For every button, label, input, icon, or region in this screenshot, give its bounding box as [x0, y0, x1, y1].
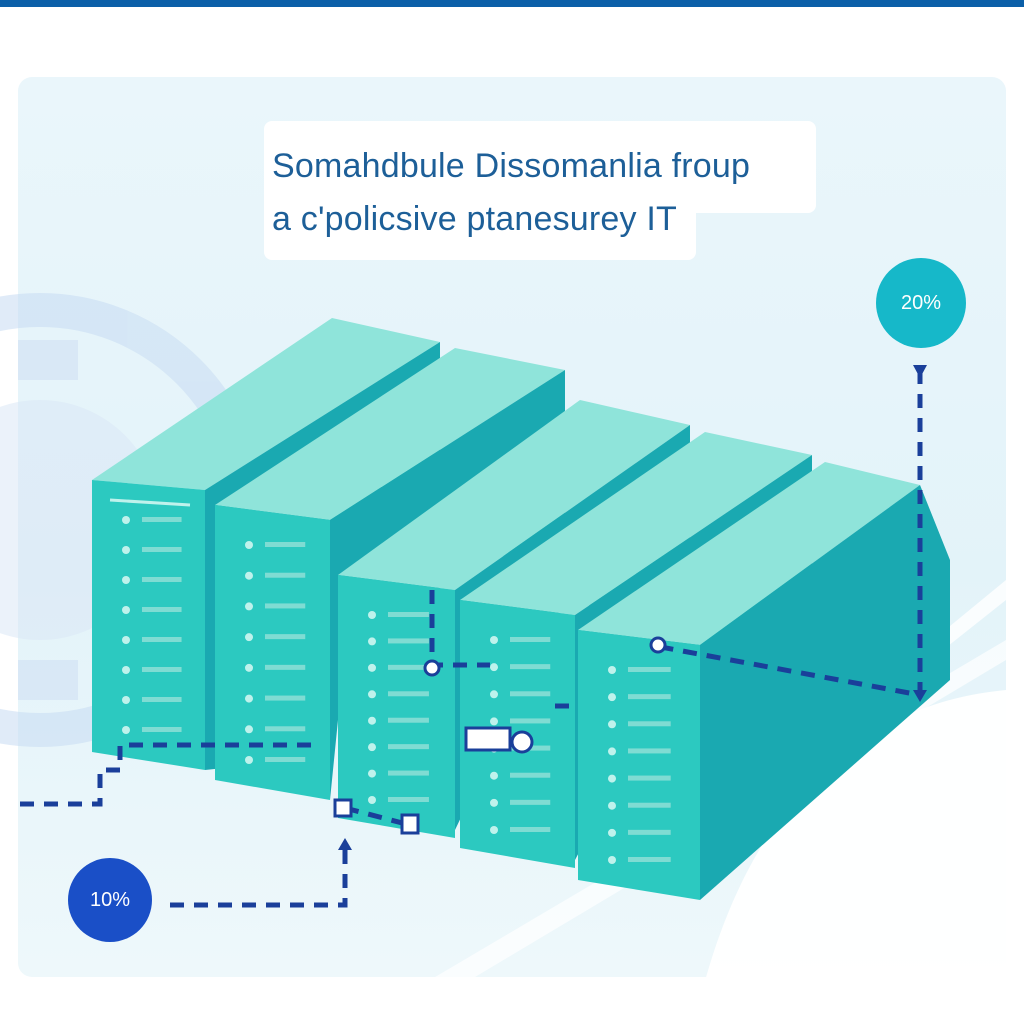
- percent-badge-top-label: 20%: [900, 291, 942, 314]
- server-led: [608, 666, 616, 674]
- server-slot: [628, 721, 671, 727]
- server-led: [490, 663, 498, 672]
- server-led: [122, 516, 130, 524]
- server-slot: [265, 572, 306, 578]
- server-slot: [142, 547, 182, 552]
- percent-badge-bottom-label: 10%: [89, 888, 131, 911]
- server-led: [122, 636, 130, 644]
- server-led: [368, 769, 376, 778]
- server-slot: [510, 664, 551, 670]
- server-slot: [265, 603, 306, 609]
- server-led: [245, 663, 253, 672]
- server-front-details: [122, 516, 671, 864]
- server-led: [608, 747, 616, 756]
- server-led: [608, 856, 616, 864]
- server-led: [608, 693, 616, 702]
- server-led: [490, 771, 498, 780]
- connector-left: [20, 742, 320, 807]
- server-slot: [142, 517, 182, 522]
- server-slot: [628, 667, 671, 672]
- server-led: [368, 716, 376, 725]
- server-led: [245, 725, 253, 734]
- server-slot: [265, 664, 306, 670]
- server-led: [490, 826, 498, 834]
- server-slot: [510, 718, 551, 724]
- server-slot: [388, 691, 429, 697]
- server-led: [122, 576, 130, 584]
- server-led: [608, 801, 616, 810]
- server-slot: [388, 664, 429, 670]
- server-led: [490, 636, 498, 644]
- header-bar: [0, 0, 1024, 7]
- server-slot: [388, 717, 429, 723]
- title-card-bottom: [264, 180, 696, 260]
- server-slot: [265, 695, 306, 701]
- server-led: [122, 606, 130, 614]
- server-slot: [388, 770, 429, 776]
- server-slot: [265, 634, 306, 640]
- server-slot: [628, 829, 671, 835]
- server-led: [245, 541, 253, 549]
- server-slot: [142, 637, 182, 642]
- server-slot: [388, 797, 429, 802]
- server-led: [122, 726, 130, 734]
- server-slot: [628, 857, 671, 862]
- server-led: [368, 637, 376, 646]
- server-led: [490, 690, 498, 699]
- percent-badge-bottom: 10%: [68, 858, 152, 942]
- connector-middle: [344, 805, 411, 828]
- server-slot: [265, 542, 306, 547]
- server-led: [608, 828, 616, 837]
- server-slot: [510, 691, 551, 697]
- server-slot: [142, 607, 182, 612]
- server-slot: [510, 827, 551, 832]
- server-slot: [142, 697, 182, 702]
- server-led: [245, 633, 253, 642]
- server-slot: [388, 612, 429, 617]
- server-slot: [628, 802, 671, 808]
- server-led: [608, 774, 616, 783]
- server-led: [122, 666, 130, 674]
- server-slot: [265, 726, 306, 732]
- server-slot: [142, 727, 182, 732]
- server-led: [368, 663, 376, 672]
- server-led: [490, 798, 498, 807]
- server-slot: [510, 637, 551, 642]
- server-slot: [265, 757, 306, 762]
- server-slot: [142, 667, 182, 672]
- server-slot: [510, 799, 551, 805]
- connector-nodes: [333, 365, 927, 850]
- server-slot: [388, 744, 429, 750]
- server-slot: [628, 748, 671, 754]
- diagram-title-line-2: a c'policsive ptanesurey IT: [272, 200, 677, 238]
- server-led: [608, 720, 616, 729]
- percent-badge-top: 20%: [876, 258, 966, 348]
- server-slot: [510, 772, 551, 778]
- server-led: [368, 611, 376, 619]
- server-led: [368, 796, 376, 804]
- server-slot: [388, 638, 429, 644]
- server-led: [245, 694, 253, 703]
- server-slot: [628, 775, 671, 781]
- server-led: [490, 717, 498, 726]
- server-led: [122, 546, 130, 554]
- server-led: [245, 756, 253, 764]
- server-led: [245, 571, 253, 580]
- server-led: [122, 696, 130, 704]
- connector-bottom: [170, 845, 348, 908]
- diagram-title-line-1: Somahdbule Dissomanlia froup: [272, 147, 751, 185]
- server-slot: [142, 577, 182, 582]
- server-led: [245, 602, 253, 611]
- server-led: [368, 690, 376, 699]
- server-led: [368, 743, 376, 752]
- server-slot: [628, 694, 671, 700]
